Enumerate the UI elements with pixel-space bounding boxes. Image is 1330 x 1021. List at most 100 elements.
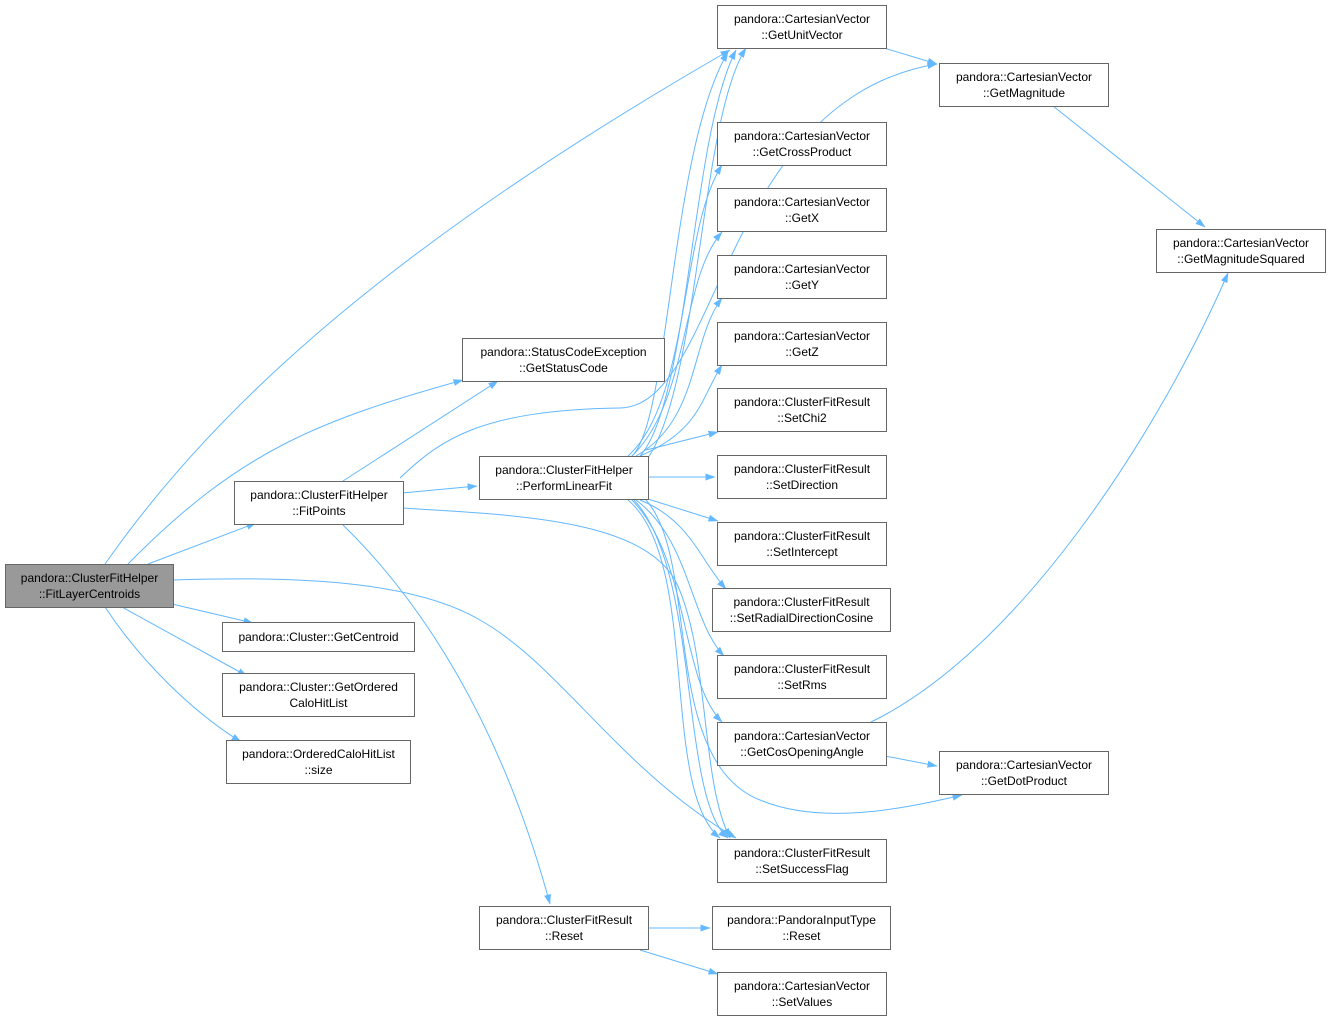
node-label-line1: pandora::CartesianVector (734, 329, 870, 343)
node-box (717, 655, 887, 699)
edge-getmagnitude-getmagnitudesquared (1052, 105, 1206, 228)
edge-performlinearfit-setsuccessflag (627, 499, 721, 839)
edge-fitlayercentroids-getorderedcalohitlist (121, 606, 248, 677)
node-fit-points[interactable]: pandora::ClusterFitHelper::FitPoints (234, 481, 404, 525)
node-get-cos-opening-angle[interactable]: pandora::CartesianVector::GetCosOpeningA… (717, 722, 887, 766)
node-label-line2: ::SetRadialDirectionCosine (730, 611, 874, 625)
node-label-line1: pandora::ClusterFitResult (734, 395, 871, 409)
node-label-line2: ::Reset (782, 929, 821, 943)
node-label-line1: pandora::CartesianVector (956, 758, 1092, 772)
node-set-direction[interactable]: pandora::ClusterFitResult::SetDirection (717, 455, 887, 499)
node-label-line2: ::FitPoints (292, 504, 345, 518)
node-label-line1: pandora::PandoraInputType (727, 913, 876, 927)
node-box (234, 481, 404, 525)
node-label-line1: pandora::ClusterFitResult (734, 529, 871, 543)
node-pandora-input-type-reset[interactable]: pandora::PandoraInputType::Reset (712, 906, 891, 950)
node-label-line1: pandora::CartesianVector (956, 70, 1092, 84)
node-label-line2: ::GetStatusCode (519, 361, 608, 375)
node-get-magnitude[interactable]: pandora::CartesianVector::GetMagnitude (939, 63, 1109, 107)
node-label-line1: pandora::ClusterFitHelper (250, 488, 387, 502)
node-label-line2: ::SetSuccessFlag (755, 862, 848, 876)
node-box (717, 522, 887, 566)
node-box (939, 751, 1109, 795)
node-box (222, 622, 415, 652)
node-box (717, 188, 887, 232)
node-label-line2: ::GetCosOpeningAngle (740, 745, 864, 759)
node-label-line2: ::GetMagnitudeSquared (1177, 252, 1304, 266)
edge-performlinearfit-setsuccessflag-b (633, 499, 729, 839)
node-perform-linear-fit[interactable]: pandora::ClusterFitHelper::PerformLinear… (479, 456, 649, 500)
node-box (717, 388, 887, 432)
node-label-line1: pandora::CartesianVector (734, 129, 870, 143)
edge-fitpoints-getstatuscode (342, 380, 499, 482)
node-get-y[interactable]: pandora::CartesianVector::GetY (717, 255, 887, 299)
edge-performlinearfit-setradialdirectioncosine (639, 499, 727, 590)
node-set-success-flag[interactable]: pandora::ClusterFitResult::SetSuccessFla… (717, 839, 887, 883)
nodes: pandora::ClusterFitHelper::FitLayerCentr… (5, 5, 1326, 1016)
node-label-line2: ::Reset (545, 929, 584, 943)
node-set-rms[interactable]: pandora::ClusterFitResult::SetRms (717, 655, 887, 699)
edge-fitpoints-performlinearfit (401, 483, 478, 494)
edge-fitpoints-reset (342, 524, 551, 905)
node-get-x[interactable]: pandora::CartesianVector::GetX (717, 188, 887, 232)
edge-fitlayercentroids-size (104, 606, 242, 743)
node-box (226, 740, 411, 784)
node-set-radial-direction-cosine[interactable]: pandora::ClusterFitResult::SetRadialDire… (712, 588, 891, 632)
node-label-line2: ::GetY (785, 278, 819, 292)
edge-performlinearfit-gety (635, 297, 723, 457)
node-box (462, 338, 665, 382)
edge-performlinearfit-getdotproduct (645, 499, 963, 814)
node-set-values[interactable]: pandora::CartesianVector::SetValues (717, 972, 887, 1016)
edge-performlinearfit-getx (631, 231, 723, 457)
node-label-line1: pandora::CartesianVector (1173, 236, 1309, 250)
node-get-z[interactable]: pandora::CartesianVector::GetZ (717, 322, 887, 366)
node-label-line1: pandora::ClusterFitResult (734, 846, 871, 860)
node-get-unit-vector[interactable]: pandora::CartesianVector::GetUnitVector (717, 5, 887, 49)
node-label-line2: ::SetIntercept (766, 545, 838, 559)
node-label-line2: ::GetX (785, 211, 819, 225)
edge-getcosopeningangle-getmagnitudesquared (870, 272, 1229, 723)
node-get-magnitude-squared[interactable]: pandora::CartesianVector::GetMagnitudeSq… (1156, 229, 1326, 273)
node-fit-layer-centroids[interactable]: pandora::ClusterFitHelper::FitLayerCentr… (5, 564, 174, 608)
node-box (712, 588, 891, 632)
edge-fitlayercentroids-getunitvector (104, 49, 731, 565)
edge-getcosopeningangle-getdotproduct (884, 755, 938, 768)
node-label-line2: ::SetChi2 (777, 411, 827, 425)
node-box (222, 673, 415, 717)
node-label-line1: pandora::ClusterFitResult (733, 595, 870, 609)
edge-fitlayercentroids-getcentroid (171, 603, 254, 625)
node-label-line2: ::SetDirection (766, 478, 838, 492)
node-box (939, 63, 1109, 107)
node-label-line2: ::GetUnitVector (761, 28, 842, 42)
node-get-cross-product[interactable]: pandora::CartesianVector::GetCrossProduc… (717, 122, 887, 166)
node-label-line2: ::size (304, 763, 332, 777)
node-label-line2: ::GetCrossProduct (753, 145, 852, 159)
node-set-chi2[interactable]: pandora::ClusterFitResult::SetChi2 (717, 388, 887, 432)
node-get-dot-product[interactable]: pandora::CartesianVector::GetDotProduct (939, 751, 1109, 795)
node-label-line1: pandora::StatusCodeException (480, 345, 646, 359)
edge-fitlayercentroids-fitpoints (147, 522, 257, 565)
node-get-status-code[interactable]: pandora::StatusCodeException::GetStatusC… (462, 338, 665, 382)
edge-performlinearfit-setrms (635, 499, 725, 657)
edge-performlinearfit-setintercept (647, 498, 719, 522)
edge-performlinearfit-getunitvector-a (631, 51, 729, 457)
node-cluster-fit-result-reset[interactable]: pandora::ClusterFitResult::Reset (479, 906, 649, 950)
edge-performlinearfit-getcrossproduct (627, 164, 723, 457)
node-label-line2: ::FitLayerCentroids (39, 587, 140, 601)
node-label-line1: pandora::ClusterFitResult (734, 662, 871, 676)
node-label-line2: ::PerformLinearFit (516, 479, 613, 493)
edges (104, 47, 1229, 975)
edge-fitlayercentroids-setsuccessflag (171, 578, 737, 839)
edge-fitpoints-setsuccessflag (401, 507, 731, 839)
node-label-line1: pandora::CartesianVector (734, 729, 870, 743)
node-ordered-calo-hit-list-size[interactable]: pandora::OrderedCaloHitList::size (226, 740, 411, 784)
node-label-line1: pandora::CartesianVector (734, 195, 870, 209)
node-box (717, 972, 887, 1016)
node-label-line2: ::GetMagnitude (983, 86, 1065, 100)
edge-getunitvector-getmagnitude (883, 47, 938, 65)
node-get-centroid[interactable]: pandora::Cluster::GetCentroid (222, 622, 415, 652)
node-box (717, 122, 887, 166)
node-set-intercept[interactable]: pandora::ClusterFitResult::SetIntercept (717, 522, 887, 566)
